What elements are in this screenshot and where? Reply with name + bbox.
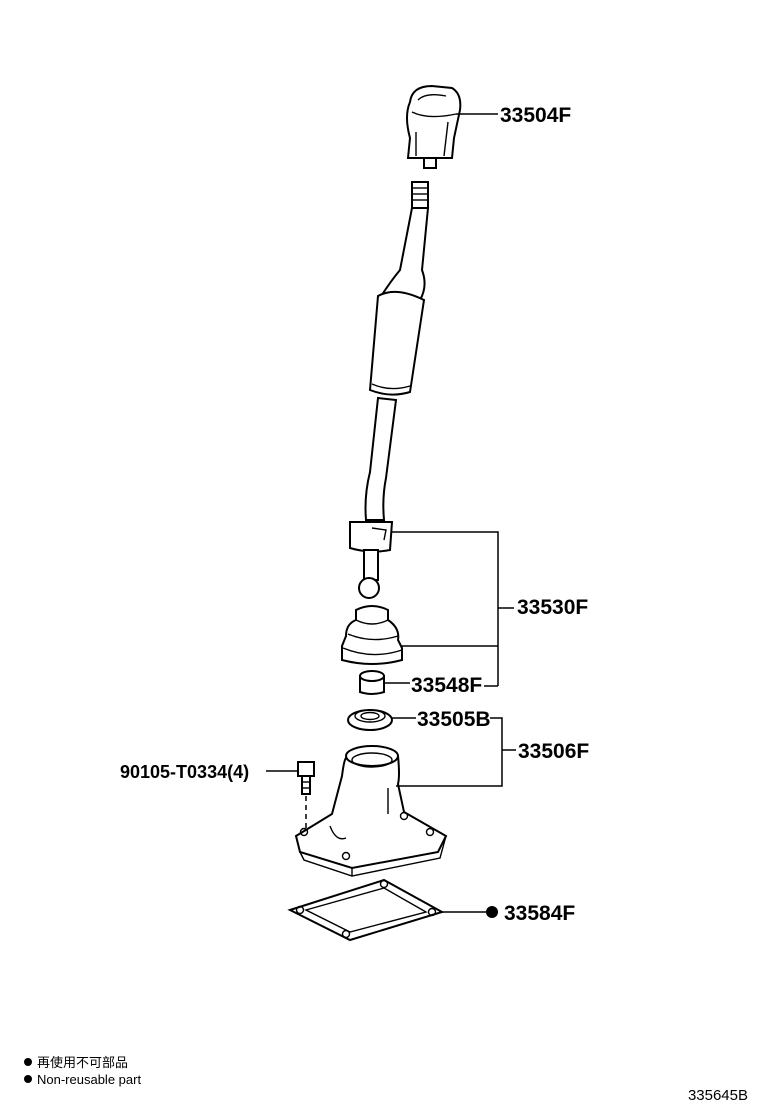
callout-bolt: 90105-T0334(4) <box>120 762 249 782</box>
legend: 再使用不可部品 Non-reusable part <box>24 1055 141 1087</box>
shift-knob <box>406 84 462 169</box>
shift-boot <box>341 605 403 665</box>
leader-lines <box>266 113 516 913</box>
lever-retainer <box>294 745 448 877</box>
legend-marker-icon <box>24 1075 32 1083</box>
callout-bushing: 33548F <box>411 674 482 697</box>
callout-gasket: 33584F <box>504 902 575 925</box>
diagram-id: 335645B <box>688 1087 748 1104</box>
gasket <box>287 878 445 942</box>
callout-knob: 33504F <box>500 104 571 127</box>
mounting-bolt <box>297 761 315 828</box>
seal <box>347 709 393 731</box>
legend-marker-icon <box>24 1058 32 1066</box>
callout-retainer-assy: 33506F <box>518 740 589 763</box>
legend-text-jp: 再使用不可部品 <box>37 1055 128 1070</box>
non-reusable-marker-icon <box>486 906 498 918</box>
shift-lever <box>349 181 430 599</box>
legend-text-en: Non-reusable part <box>37 1072 141 1087</box>
callout-seal: 33505B <box>417 708 491 731</box>
callout-lever-assy: 33530F <box>517 596 588 619</box>
bushing <box>359 670 385 695</box>
